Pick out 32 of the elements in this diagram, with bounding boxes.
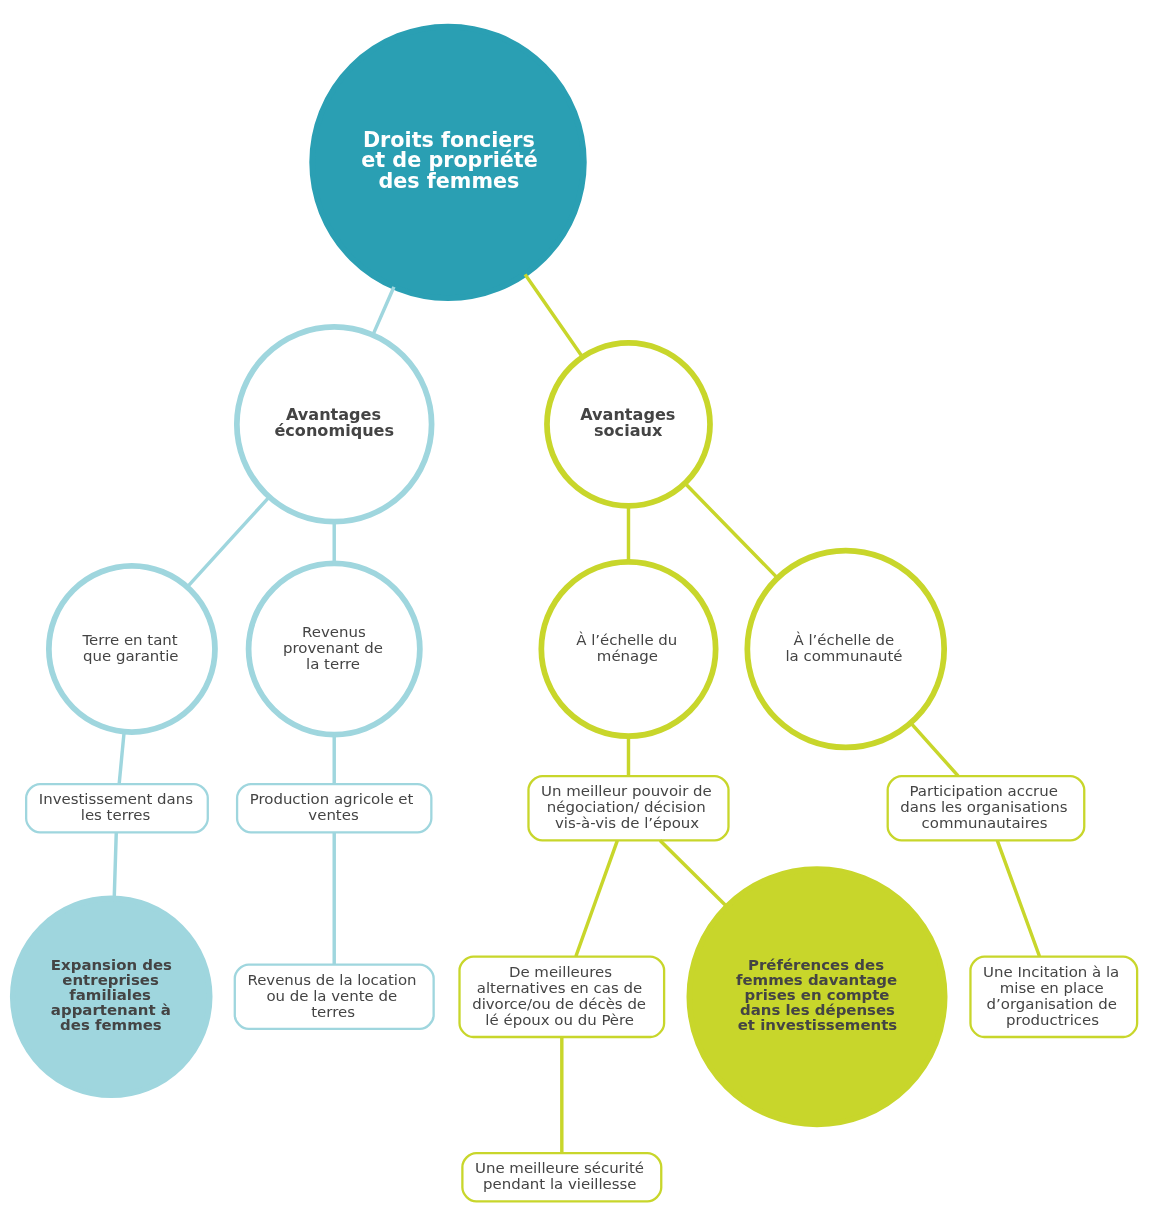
node-circle: Avantages économiques [233, 323, 435, 525]
connector [332, 521, 336, 564]
node-circle: Revenus provenant de la terre [245, 559, 423, 737]
node-circle: À l’échelle de la communauté [744, 547, 948, 750]
connector [523, 272, 584, 358]
connector [683, 481, 779, 579]
connector [332, 832, 336, 964]
node-circle: Terre en tant que garantie [46, 562, 218, 735]
node-box: Production agricole et ventes [235, 782, 433, 834]
connector [117, 731, 126, 784]
connector [112, 832, 118, 899]
node-circle: Expansion des entreprises familiales appartenant à des femmes [9, 894, 213, 1098]
node-box: Une Incitation à la mise en place d’organisation de productrices [969, 954, 1139, 1038]
node-box: Une meilleure sécurité pendant la vieillesse [461, 1151, 663, 1203]
node-box: Participation accrue dans les organisations communautaires [886, 774, 1086, 842]
node-box: Revenus de la location ou de la vente de terres [233, 962, 435, 1030]
node-circle: À l’échelle du ménage [538, 558, 719, 739]
connector [658, 838, 728, 908]
connector [332, 734, 336, 784]
connector [560, 1036, 564, 1153]
node-circle: Droits fonciers et de propriété des femmes [309, 23, 587, 301]
connector [574, 839, 619, 957]
node-box: Un meilleur pouvoir de négociation/ décision vis-à-vis de l’époux [527, 774, 730, 842]
node-box: De meilleures alternatives en cas de divorce/ou de décès de lé époux ou du Père [458, 954, 666, 1038]
connector [995, 839, 1042, 957]
connector [371, 285, 396, 335]
connector [909, 721, 960, 777]
node-circle: Préférences des femmes davantage prises en compte dans les dépenses et investissements [686, 865, 948, 1127]
connector [186, 495, 271, 588]
node-box: Investissement dans les terres [25, 782, 209, 834]
connector [626, 505, 631, 562]
node-circle: Avantages sociaux [544, 339, 713, 509]
